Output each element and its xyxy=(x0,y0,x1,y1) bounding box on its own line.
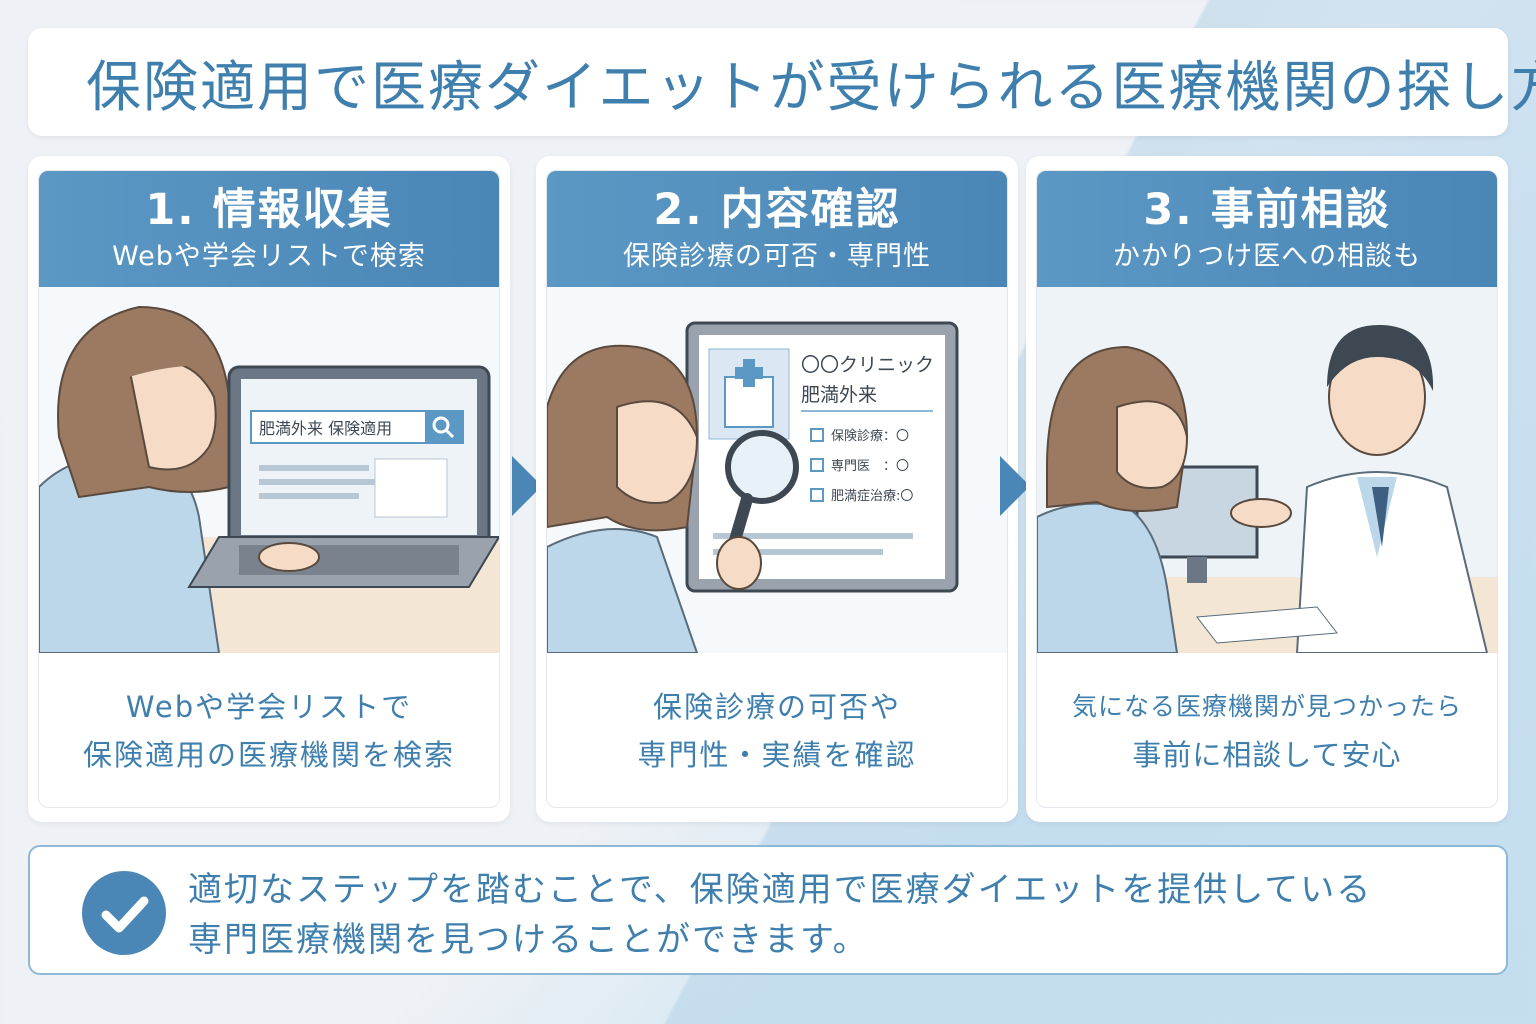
step-title: 1. 情報収集 xyxy=(145,185,393,235)
summary-box: 適切なステップを踏むことで、保険適用で医療ダイエットを提供している 専門医療機関… xyxy=(28,845,1508,975)
step-card-2: 2. 内容確認 保険診療の可否・専門性 〇〇クリニック 肥満外来 保険診療：〇 … xyxy=(536,156,1018,822)
step-subtitle: 保険診療の可否・専門性 xyxy=(623,241,931,272)
check-item: 肥満症治療:〇 xyxy=(831,489,913,504)
step-header-1: 1. 情報収集 Webや学会リストで検索 xyxy=(39,171,499,287)
illustration-document-check: 〇〇クリニック 肥満外来 保険診療：〇 専門医 ：〇 肥満症治療:〇 xyxy=(547,287,1007,653)
next-arrow-icon xyxy=(1000,456,1030,516)
step-header-3: 3. 事前相談 かかりつけ医への相談も xyxy=(1037,171,1497,287)
clinic-department: 肥満外来 xyxy=(801,384,877,406)
step-card-3: 3. 事前相談 かかりつけ医への相談も xyxy=(1026,156,1508,822)
title-banner: 保険適用で医療ダイエットが受けられる医療機関の探し方 xyxy=(28,28,1536,136)
summary-line: 専門医療機関を見つけることができます。 xyxy=(188,920,869,960)
desc-line: 専門性・実績を確認 xyxy=(637,738,917,772)
step-header-2: 2. 内容確認 保険診療の可否・専門性 xyxy=(547,171,1007,287)
desc-line: 保険診療の可否や xyxy=(652,690,901,724)
summary-text: 適切なステップを踏むことで、保険適用で医療ダイエットを提供している 専門医療機関… xyxy=(188,865,1372,965)
step-description-3: 気になる医療機関が見つかったら 事前に相談して安心 xyxy=(1037,653,1497,779)
step-card-1: 1. 情報収集 Webや学会リストで検索 肥満外来 xyxy=(28,156,510,822)
desc-line: Webや学会リストで xyxy=(125,690,413,724)
desc-line: 気になる医療機関が見つかったら xyxy=(1071,692,1462,721)
step-title: 2. 内容確認 xyxy=(653,185,901,235)
desc-line: 事前に相談して安心 xyxy=(1132,738,1402,772)
step-subtitle: Webや学会リストで検索 xyxy=(112,241,426,272)
summary-line: 適切なステップを踏むことで、保険適用で医療ダイエットを提供している xyxy=(188,870,1373,910)
check-item: 専門医 ：〇 xyxy=(831,459,909,474)
step-subtitle: かかりつけ医への相談も xyxy=(1112,241,1422,272)
search-query: 肥満外来 保険適用 xyxy=(259,419,392,438)
illustration-web-search: 肥満外来 保険適用 xyxy=(39,287,499,653)
illustration-doctor-consultation xyxy=(1037,287,1497,653)
clinic-name: 〇〇クリニック xyxy=(801,354,934,376)
step-title: 3. 事前相談 xyxy=(1143,185,1391,235)
check-item: 保険診療：〇 xyxy=(831,428,909,444)
desc-line: 保険適用の医療機関を検索 xyxy=(82,738,455,772)
checkmark-icon xyxy=(82,871,166,955)
page-title: 保険適用で医療ダイエットが受けられる医療機関の探し方 xyxy=(86,55,1536,119)
step-description-1: Webや学会リストで 保険適用の医療機関を検索 xyxy=(39,653,499,779)
step-description-2: 保険診療の可否や 専門性・実績を確認 xyxy=(547,653,1007,779)
